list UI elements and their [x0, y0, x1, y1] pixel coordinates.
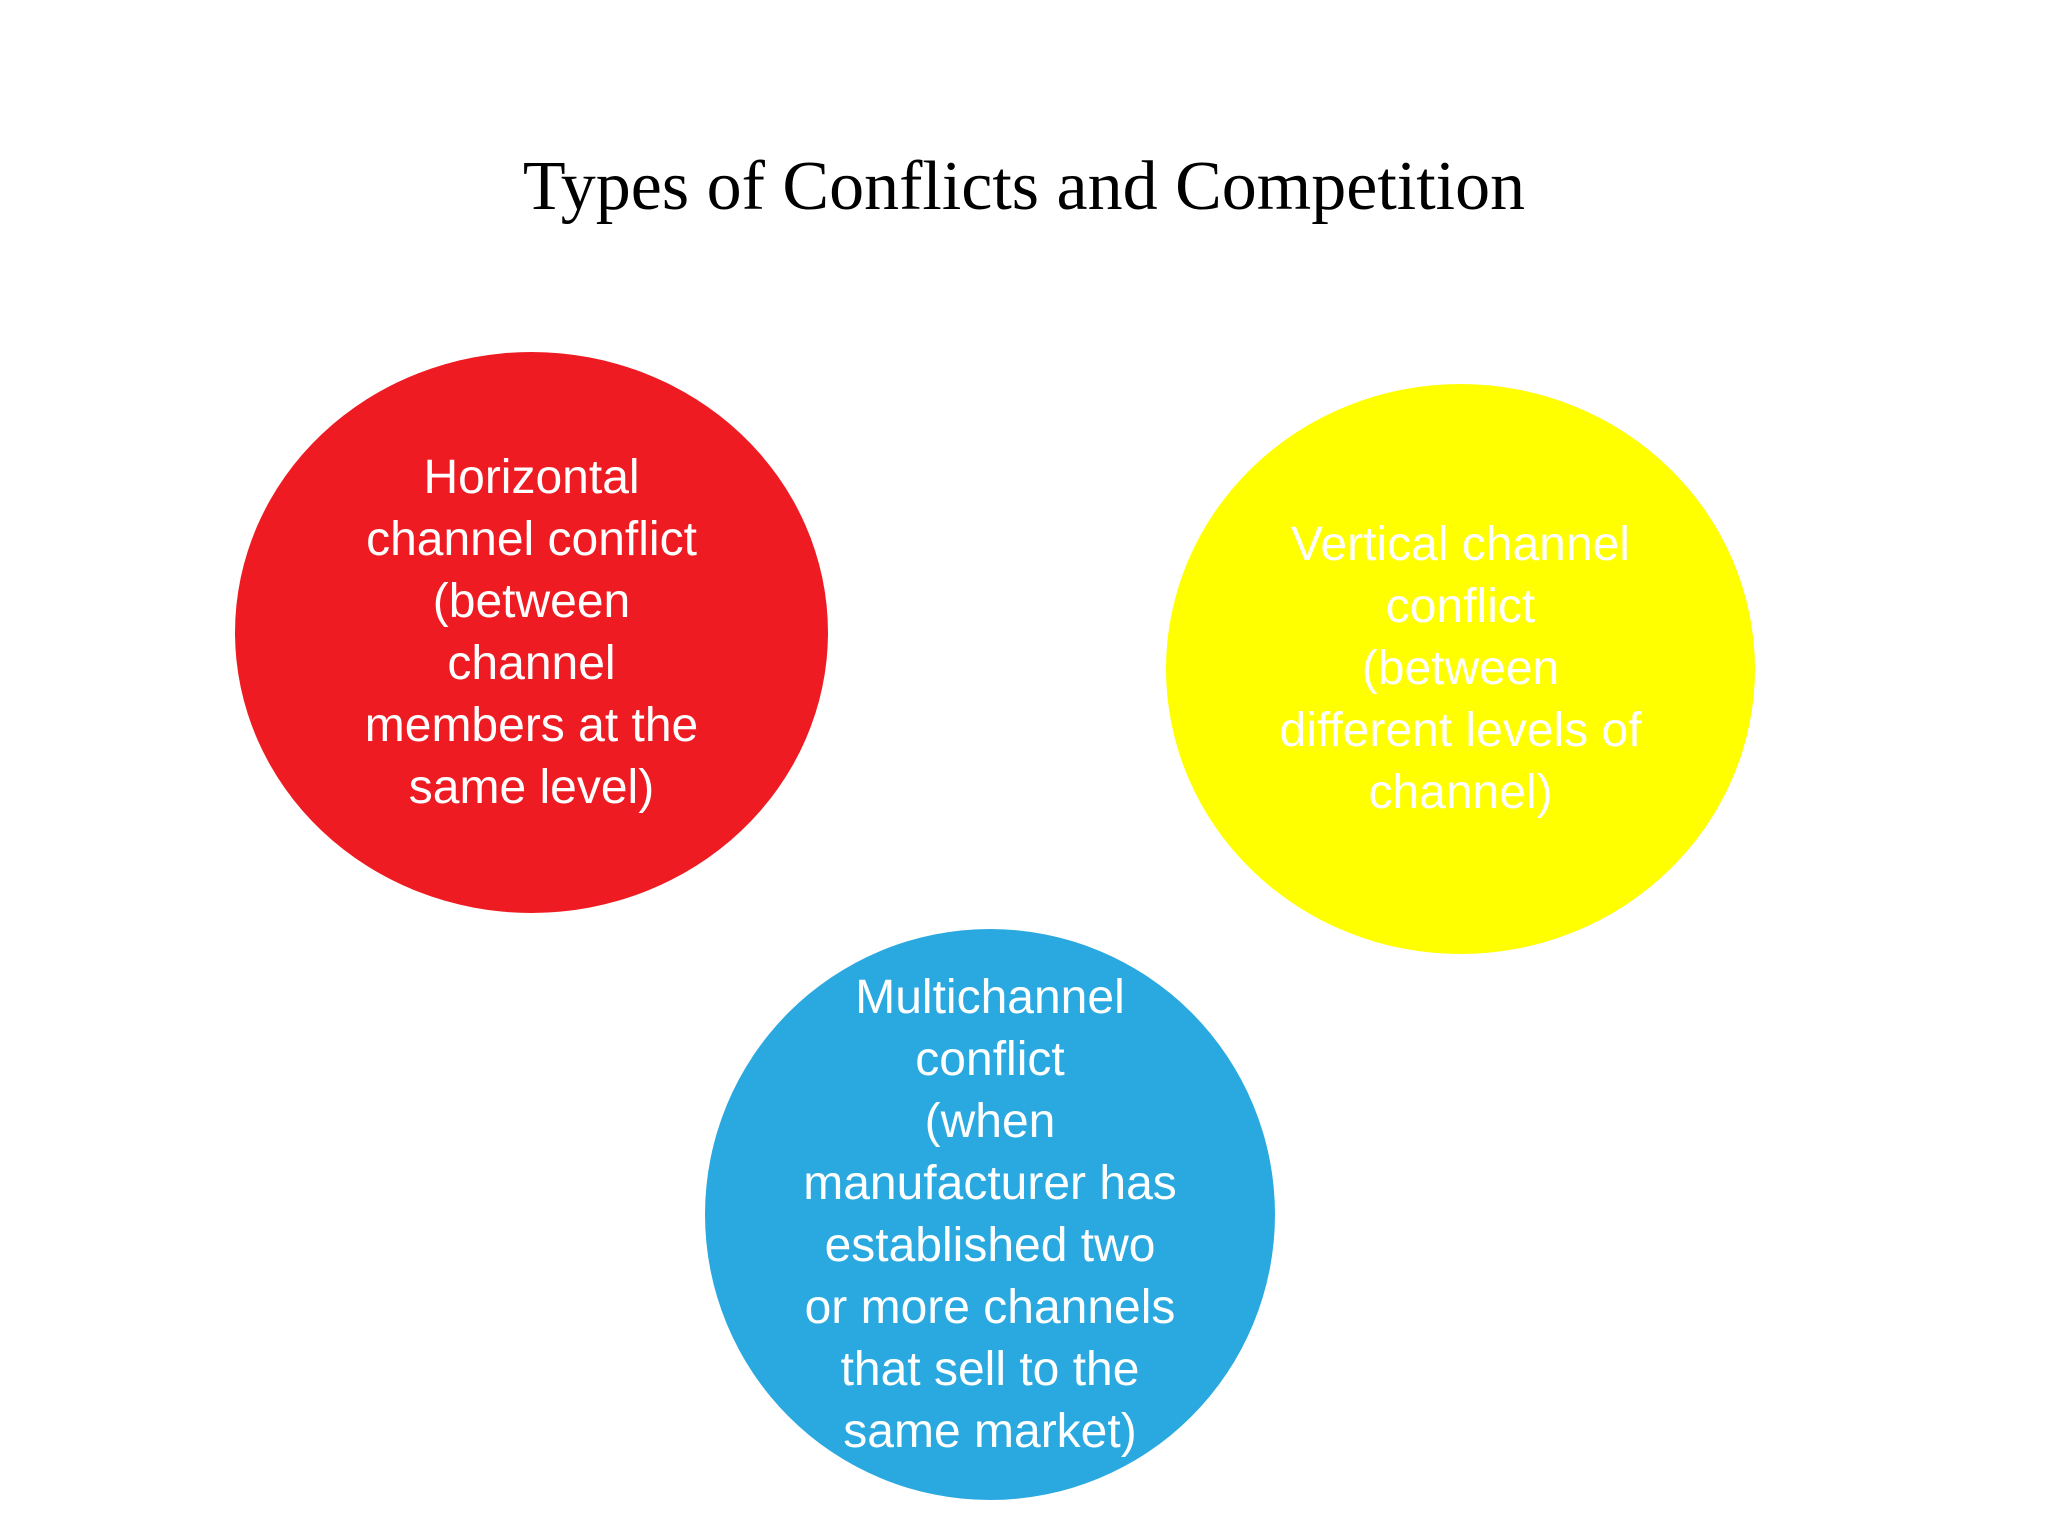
- text-line: members at the: [364, 698, 699, 752]
- text-line: channel): [1368, 766, 1553, 819]
- text-line: or more channels: [804, 1280, 1176, 1334]
- text-line: established two: [824, 1218, 1156, 1272]
- text-line: (between: [432, 574, 631, 628]
- text-line: (when: [924, 1094, 1056, 1148]
- circle-horizontal-channel-conflict-label: Horizontal channel conflict (between cha…: [365, 447, 698, 819]
- circle-horizontal-channel-conflict: Horizontal channel conflict (between cha…: [235, 352, 828, 913]
- text-line: that sell to the: [840, 1342, 1140, 1396]
- text-line: conflict: [915, 1032, 1065, 1086]
- text-line: conflict: [1385, 580, 1536, 633]
- text-line: Vertical channel: [1291, 518, 1630, 571]
- text-line: different levels of: [1279, 704, 1642, 757]
- text-line: channel: [447, 636, 616, 690]
- circle-vertical-channel-conflict-label: Vertical channel conflict (between diffe…: [1280, 514, 1642, 824]
- circle-multichannel-conflict-label: Multichannel conflict (when manufacturer…: [803, 967, 1177, 1463]
- text-line: same level): [408, 760, 655, 814]
- text-line: Multichannel: [855, 970, 1125, 1024]
- circle-multichannel-conflict: Multichannel conflict (when manufacturer…: [705, 929, 1275, 1500]
- circle-vertical-channel-conflict: Vertical channel conflict (between diffe…: [1166, 384, 1755, 954]
- text-line: (between: [1361, 642, 1560, 695]
- text-line: Horizontal: [423, 450, 640, 504]
- text-line: channel conflict: [366, 512, 697, 566]
- text-line: manufacturer has: [803, 1156, 1177, 1210]
- text-line: same market): [843, 1404, 1137, 1458]
- slide-title: Types of Conflicts and Competition: [522, 148, 1526, 225]
